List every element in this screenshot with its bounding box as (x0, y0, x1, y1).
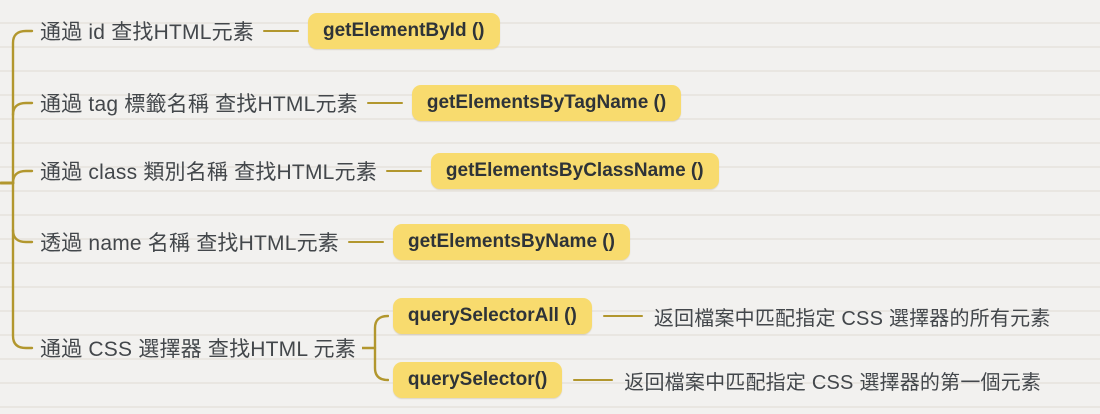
method-node-getelementbyid[interactable]: getElementById () (307, 13, 500, 49)
method-node-getelementsbytagname[interactable]: getElementsByTagName () (411, 85, 682, 121)
branch-by-id: 通過 id 查找HTML元素 getElementById () (40, 13, 500, 49)
fork-connector (361, 314, 389, 382)
branch-label-by-id[interactable]: 通過 id 查找HTML元素 (40, 21, 254, 44)
connector-dash (262, 29, 299, 33)
branch-by-name: 透過 name 名稱 查找HTML元素 getElementsByName () (40, 224, 630, 260)
child-queryselector: querySelector() 返回檔案中匹配指定 CSS 選擇器的第一個元素 (392, 362, 1051, 398)
connector-dash (385, 169, 422, 173)
description-queryselector[interactable]: 返回檔案中匹配指定 CSS 選擇器的第一個元素 (624, 371, 1042, 394)
connector-dash (573, 378, 614, 382)
branch-curve-3 (11, 169, 34, 185)
branch-by-class: 通過 class 類別名稱 查找HTML元素 getElementsByClas… (40, 153, 719, 189)
branch-label-by-name[interactable]: 透過 name 名稱 查找HTML元素 (40, 232, 339, 255)
method-node-queryselector[interactable]: querySelector() (392, 362, 563, 398)
description-queryselectorall[interactable]: 返回檔案中匹配指定 CSS 選擇器的所有元素 (653, 307, 1051, 330)
child-queryselectorall: querySelectorAll () 返回檔案中匹配指定 CSS 選擇器的所有… (392, 298, 1051, 334)
branch-curve-2 (11, 101, 34, 117)
css-selector-children: querySelectorAll () 返回檔案中匹配指定 CSS 選擇器的所有… (392, 298, 1051, 398)
branch-label-by-tag[interactable]: 通過 tag 標籤名稱 查找HTML元素 (40, 93, 358, 116)
method-node-getelementsbyname[interactable]: getElementsByName () (393, 224, 630, 260)
method-node-queryselectorall[interactable]: querySelectorAll () (392, 298, 592, 334)
connector-dash (366, 101, 403, 105)
tree-trunk-connector (0, 29, 34, 350)
branch-label-by-css-selector[interactable]: 通過 CSS 選擇器 查找HTML 元素 (40, 338, 356, 361)
connector-dash (348, 240, 384, 244)
method-node-getelementsbyclassname[interactable]: getElementsByClassName () (430, 153, 719, 189)
branch-by-css-selector: 通過 CSS 選擇器 查找HTML 元素 querySelectorAll ()… (40, 298, 1050, 398)
connector-dash (602, 314, 643, 318)
branch-by-tag: 通過 tag 標籤名稱 查找HTML元素 getElementsByTagNam… (40, 85, 682, 121)
branch-curve-4 (11, 228, 34, 244)
trunk-line (11, 29, 34, 350)
fork-curve (373, 314, 389, 382)
branch-label-by-class[interactable]: 通過 class 類別名稱 查找HTML元素 (40, 161, 377, 184)
